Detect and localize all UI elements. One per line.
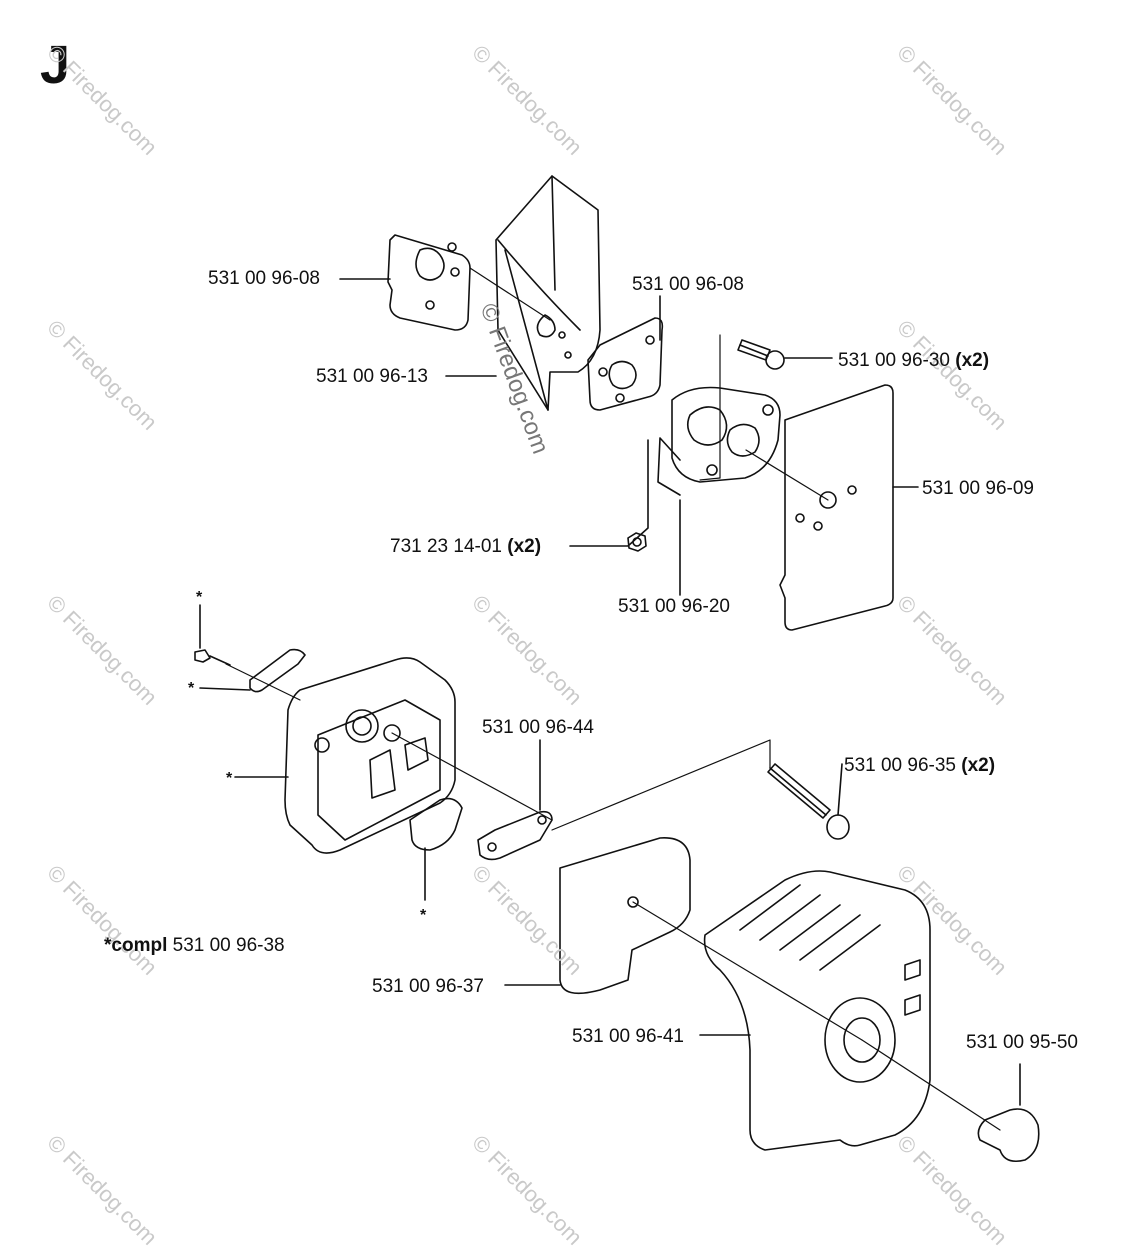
part-label-screw-upper: 531 00 96-30 (x2) <box>838 350 990 371</box>
part-label-muffler-cover: 531 00 96-41 <box>572 1026 684 1047</box>
muffler-cover <box>703 870 931 1151</box>
part-label-gasket-upper-left: 531 00 96-08 <box>208 268 320 289</box>
air-filter-housing <box>284 657 456 854</box>
bracket <box>477 810 553 861</box>
part-label-bracket: 531 00 96-44 <box>482 717 594 738</box>
part-label-nut: 731 23 14-01 (x2) <box>390 536 542 557</box>
gasket-large-right <box>779 384 894 631</box>
part-label-gasket-large: 531 00 96-09 <box>922 478 1034 499</box>
gasket-upper-left <box>387 234 471 331</box>
asterisk-marker: * <box>420 907 427 924</box>
intake-flange <box>657 386 781 496</box>
asterisk-marker: * <box>188 680 195 697</box>
part-label-gasket-middle: 531 00 96-08 <box>632 274 744 295</box>
screw-small-left <box>194 649 231 666</box>
latch <box>249 648 306 693</box>
baffle-plate <box>559 837 691 995</box>
part-label-flange: 531 00 96-20 <box>618 596 730 617</box>
long-bolt <box>767 763 850 840</box>
parts-diagram: J © Firedog.com © Firedog.com © Firedog.… <box>40 35 1078 1250</box>
part-label-air-filter-compl: *compl 531 00 96-38 <box>104 935 285 956</box>
part-label-baffle-plate: 531 00 96-37 <box>372 976 484 997</box>
part-label-knob: 531 00 95-50 <box>966 1032 1078 1053</box>
clip <box>409 797 463 851</box>
section-letter: J <box>40 35 71 95</box>
nut <box>627 532 647 552</box>
gasket-middle <box>587 317 664 411</box>
part-label-heat-shield: 531 00 96-13 <box>316 366 428 387</box>
asterisk-marker: * <box>196 589 203 606</box>
asterisk-marker: * <box>226 770 233 787</box>
screw-upper <box>737 339 785 370</box>
exploded-view-drawing <box>194 175 1040 1163</box>
knob <box>977 1108 1040 1163</box>
part-label-long-bolt: 531 00 96-35 (x2) <box>844 755 996 776</box>
